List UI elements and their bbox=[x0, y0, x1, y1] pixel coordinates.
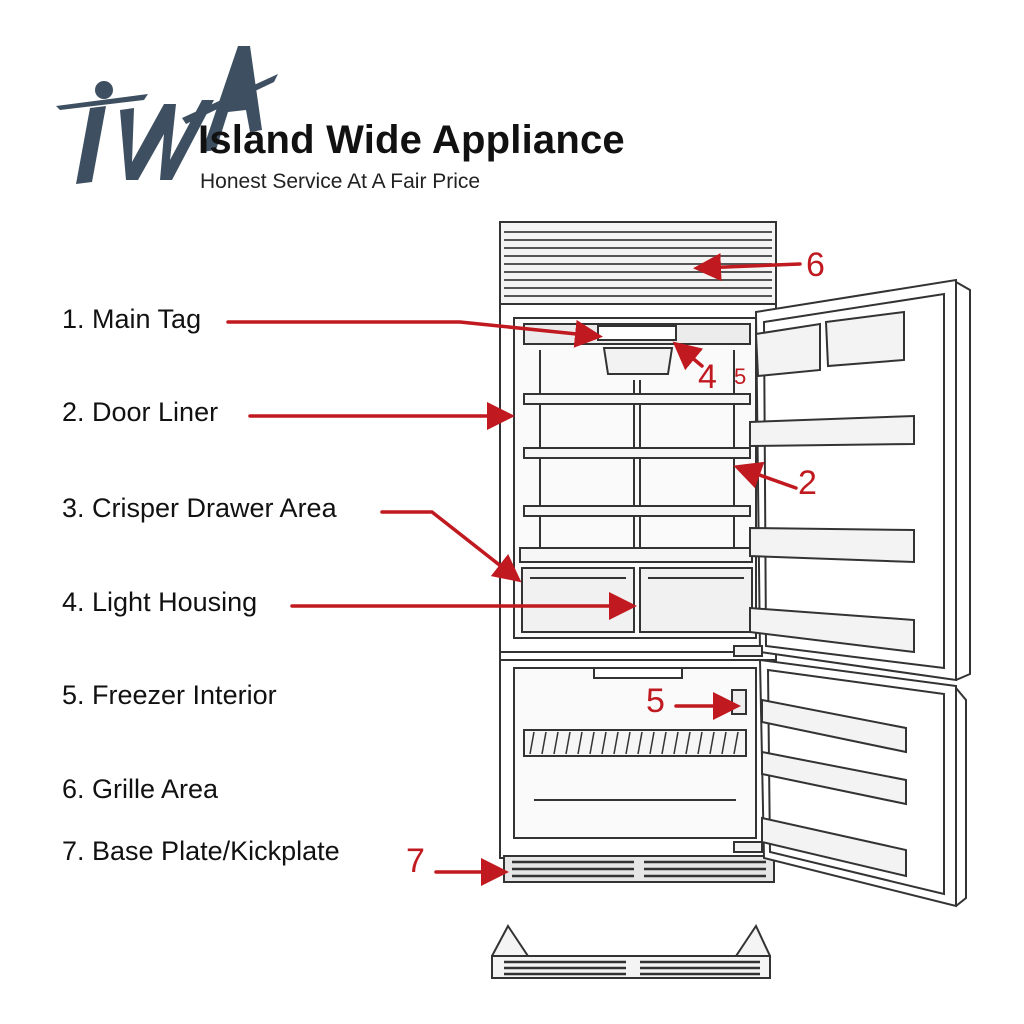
arrow-callout-2 bbox=[733, 461, 798, 490]
arrow-crisper-drawer bbox=[380, 510, 522, 583]
callout-arrows bbox=[226, 253, 802, 886]
base-plate-detached bbox=[491, 923, 771, 979]
top-grille bbox=[499, 221, 777, 305]
callout-number-6: 6 bbox=[806, 246, 825, 284]
callout-number-7: 7 bbox=[406, 842, 425, 880]
fridge-shelves bbox=[519, 393, 753, 563]
callout-number-2: 2 bbox=[798, 464, 817, 502]
crisper-drawers bbox=[521, 567, 753, 633]
callout-number-4: 4 bbox=[698, 358, 717, 396]
fresh-food-door bbox=[749, 278, 971, 682]
arrow-callout-4 bbox=[672, 341, 704, 371]
legend-item-light-housing: 4. Light Housing bbox=[62, 587, 258, 617]
kickplate bbox=[503, 855, 775, 883]
legend-item-door-liner: 2. Door Liner bbox=[62, 397, 219, 427]
freezer-door bbox=[733, 645, 967, 908]
legend-item-grille-area: 6. Grille Area bbox=[62, 774, 219, 804]
company-name: Island Wide Appliance bbox=[198, 118, 625, 162]
iwa-logo bbox=[56, 46, 278, 184]
arrow-main-tag bbox=[226, 319, 603, 348]
legend-item-crisper-drawer: 3. Crisper Drawer Area bbox=[62, 493, 337, 523]
callout-number-5-small: 5 bbox=[734, 364, 746, 389]
legend-item-freezer-interior: 5. Freezer Interior bbox=[62, 680, 277, 710]
legend-item-base-plate: 7. Base Plate/Kickplate bbox=[62, 836, 340, 866]
company-tagline: Honest Service At A Fair Price bbox=[200, 170, 481, 193]
legend-item-main-tag: 1. Main Tag bbox=[62, 304, 202, 334]
arrow-grille bbox=[693, 253, 802, 282]
callout-number-5: 5 bbox=[646, 682, 665, 720]
